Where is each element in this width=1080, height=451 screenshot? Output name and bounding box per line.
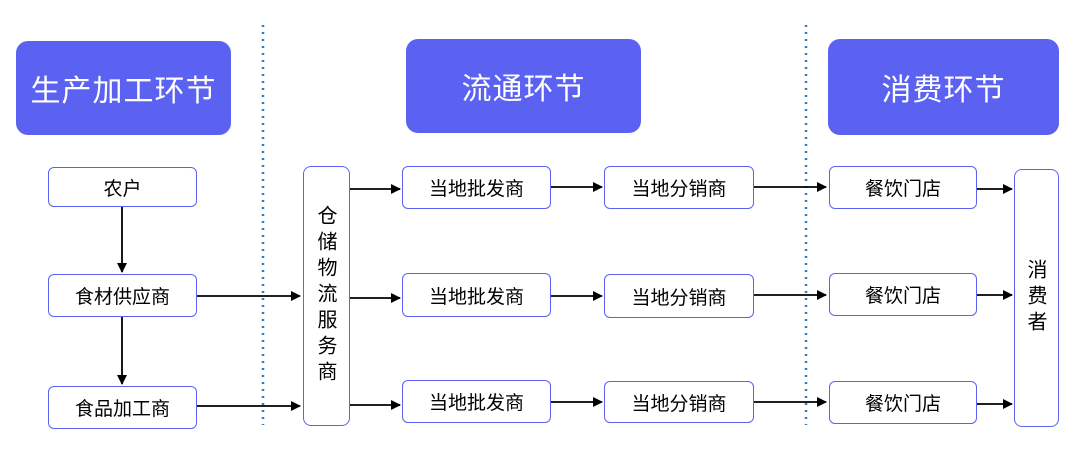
- header-production: 生产加工环节: [16, 41, 231, 135]
- header-circulation: 流通环节: [406, 39, 641, 133]
- node-restaurant-3: 餐饮门店: [829, 381, 977, 424]
- node-restaurant-2: 餐饮门店: [829, 273, 977, 316]
- node-logistics: 仓储物流服务商: [303, 166, 350, 426]
- header-consumption: 消费环节: [828, 39, 1059, 135]
- node-wholesaler-2: 当地批发商: [402, 273, 551, 317]
- node-processor: 食品加工商: [48, 386, 197, 429]
- node-consumer: 消费者: [1014, 169, 1059, 427]
- node-distributor-2: 当地分销商: [604, 274, 754, 318]
- node-distributor-3: 当地分销商: [604, 381, 754, 423]
- node-restaurant-1: 餐饮门店: [829, 166, 977, 209]
- node-farmer: 农户: [48, 167, 197, 207]
- node-distributor-1: 当地分销商: [604, 166, 754, 209]
- node-wholesaler-3: 当地批发商: [402, 380, 551, 423]
- node-supplier: 食材供应商: [48, 274, 197, 317]
- node-wholesaler-1: 当地批发商: [402, 166, 551, 209]
